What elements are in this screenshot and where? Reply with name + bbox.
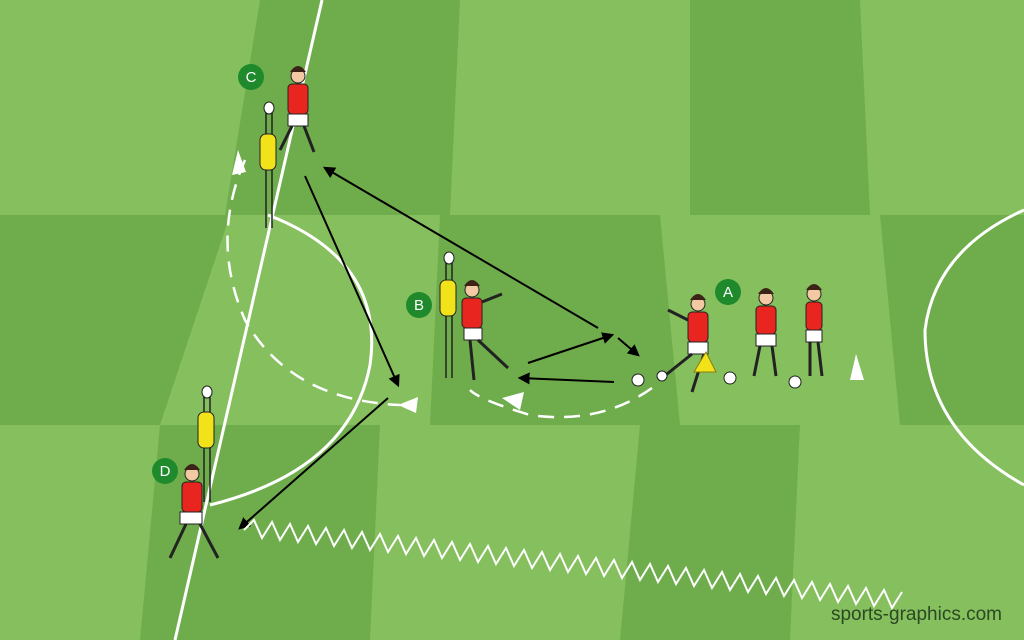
run-arrow-return — [517, 372, 615, 385]
badge-c: C — [238, 64, 264, 90]
penalty-arc — [209, 213, 374, 507]
pass-arrow-to-d — [238, 397, 389, 530]
svg-text:A: A — [723, 284, 733, 301]
dribble-path — [243, 518, 903, 611]
run-path-c — [226, 159, 401, 407]
cone — [693, 350, 717, 373]
run-arrowhead-c — [232, 150, 246, 175]
dribble-arrowhead — [850, 354, 864, 380]
svg-text:C: C — [246, 69, 257, 86]
svg-text:D: D — [160, 463, 171, 480]
run-path-b — [469, 386, 653, 419]
player-b — [461, 280, 510, 381]
badge-d: D — [152, 458, 178, 484]
run-arrowhead-b — [502, 392, 524, 410]
ball — [788, 375, 802, 389]
mannequin — [259, 101, 277, 228]
player-c — [278, 66, 316, 153]
pass-arrow-a-to-b — [527, 332, 615, 364]
mannequin — [197, 385, 215, 502]
queue-player — [752, 288, 778, 377]
run-arrowheads — [232, 150, 864, 413]
badge-a: A — [715, 279, 741, 305]
watermark-text: sports-graphics.com — [831, 604, 1002, 625]
badge-b: B — [406, 292, 432, 318]
svg-text:B: B — [414, 297, 424, 314]
ball — [656, 370, 668, 382]
pass-arrow-short — [617, 337, 640, 357]
player-d — [168, 464, 220, 559]
run-paths — [226, 159, 653, 419]
run-arrowhead-mid — [398, 397, 418, 413]
pass-arrows — [238, 166, 640, 530]
center-circle-arc — [923, 208, 1024, 487]
queue-player — [805, 284, 824, 377]
ball — [723, 371, 737, 385]
pass-arrow-b-to-c — [322, 166, 599, 329]
ball — [631, 373, 645, 387]
pass-arrow-c-to-space — [304, 175, 400, 388]
mannequin — [439, 251, 457, 378]
